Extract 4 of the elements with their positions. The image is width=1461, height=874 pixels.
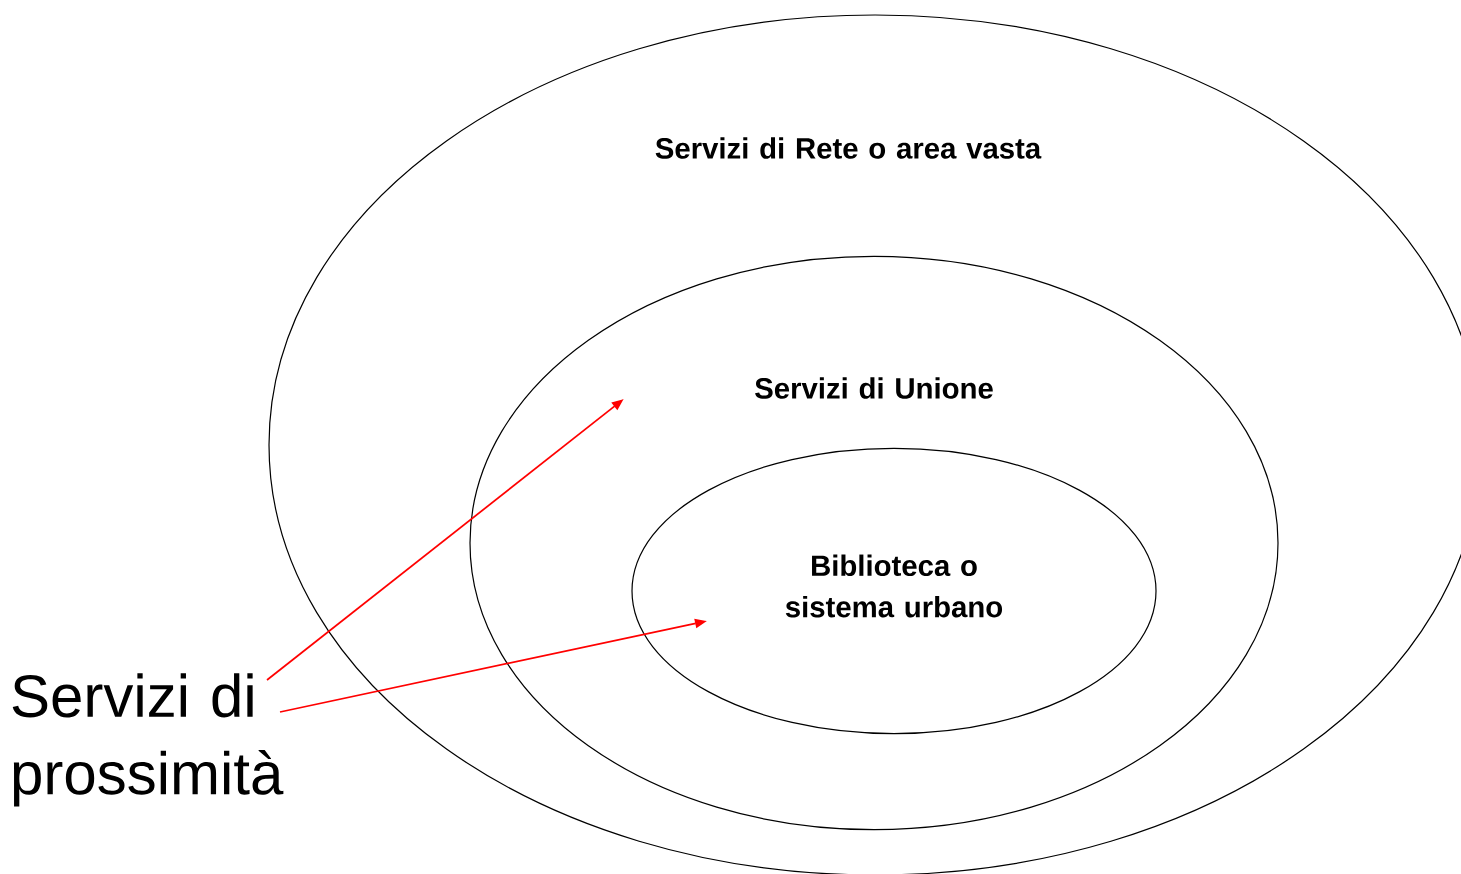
callout-text: Servizi di prossimità <box>12 673 284 807</box>
ring-label: Servizi di Unione <box>755 377 993 399</box>
ring-label: Biblioteca o sistema urbano <box>785 554 1003 618</box>
ring-label: Servizi di Rete o area vasta <box>655 137 1042 159</box>
